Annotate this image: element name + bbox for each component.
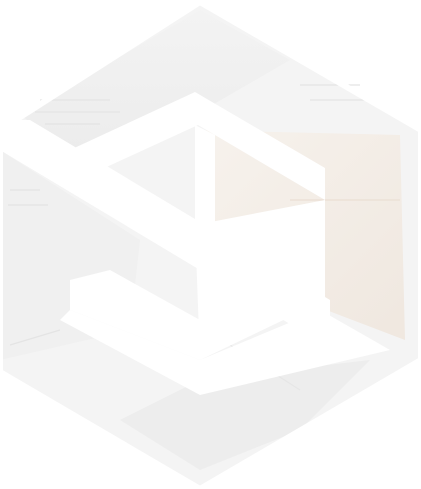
hexagon-facet-bottom xyxy=(120,360,370,470)
hexagon-facet-top-left xyxy=(20,10,290,170)
s-letterform xyxy=(0,92,390,395)
